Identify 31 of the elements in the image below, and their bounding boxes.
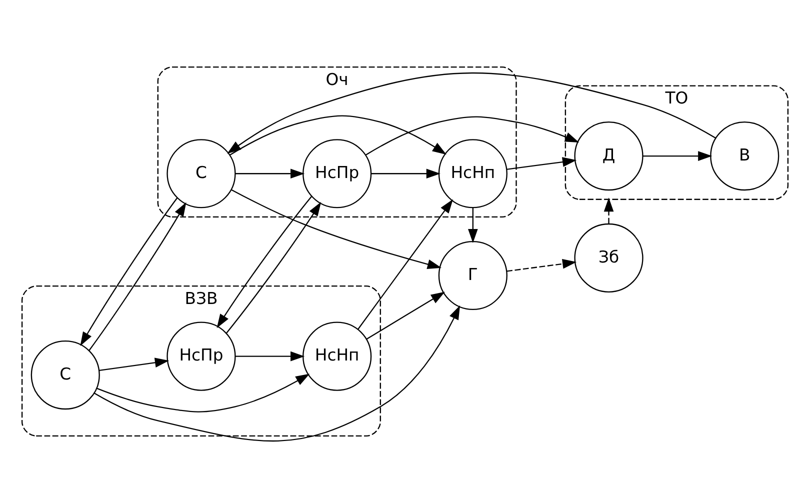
node-circle: Д: [574, 121, 644, 190]
arrow: [99, 357, 170, 371]
arrow: [366, 291, 445, 340]
arrow: [506, 156, 577, 170]
node-circle: НсНп: [438, 138, 508, 208]
arrow: [96, 373, 310, 412]
node-circle: Зб: [574, 222, 644, 292]
arrow: [94, 304, 460, 441]
arrow: [506, 258, 577, 272]
arrow: [88, 202, 186, 350]
arrow: [231, 188, 442, 269]
arrow: [227, 72, 716, 154]
arrow: [80, 196, 178, 346]
arrow: [468, 207, 478, 243]
arrow: [357, 198, 454, 330]
arrow: [216, 196, 312, 328]
arrow: [235, 350, 305, 361]
arrow: [642, 150, 712, 160]
node-circle: В: [710, 121, 780, 190]
node-circle: С: [30, 340, 100, 410]
arrow: [230, 114, 446, 155]
arrow: [226, 201, 322, 334]
node-circle: С: [166, 138, 236, 208]
arrow: [366, 116, 580, 155]
node-circle: Г: [438, 240, 508, 310]
node-circle: НсПр: [302, 138, 372, 208]
arrow: [371, 168, 440, 178]
node-circle: НсПр: [166, 321, 236, 390]
arrow: [235, 168, 305, 178]
node-circle: НсНп: [302, 321, 372, 390]
arrow: [604, 197, 614, 224]
